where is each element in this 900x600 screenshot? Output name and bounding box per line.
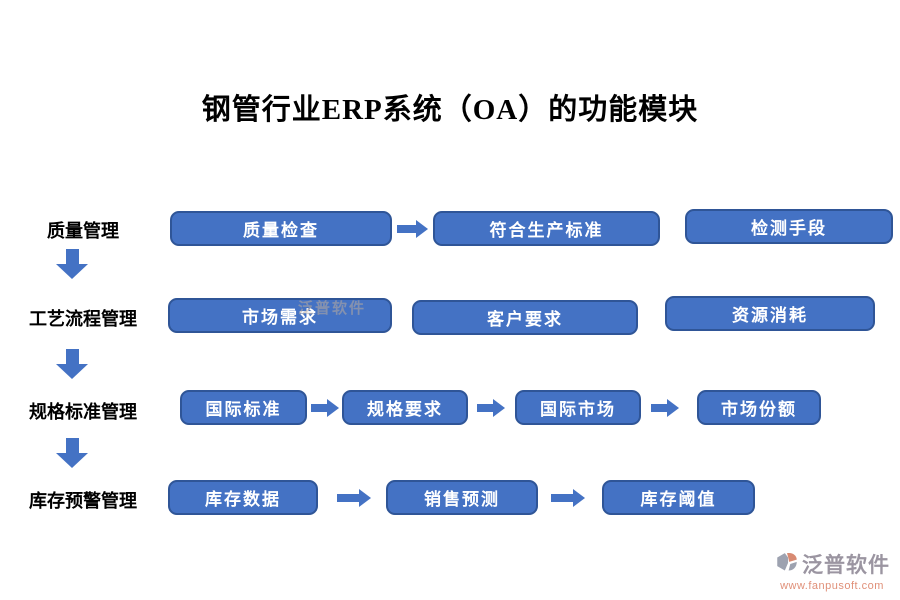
logo-url: www.fanpusoft.com	[780, 580, 884, 592]
flow-box: 检测手段	[685, 209, 893, 244]
row-label-process: 工艺流程管理	[29, 309, 137, 329]
flow-box: 销售预测	[386, 480, 538, 515]
down-arrow-icon	[56, 249, 88, 279]
flow-box: 市场需求	[168, 298, 392, 333]
flow-box: 市场份额	[697, 390, 821, 425]
down-arrow-icon	[56, 438, 88, 468]
right-arrow-icon	[311, 399, 339, 417]
right-arrow-icon	[337, 489, 371, 507]
flow-box: 客户要求	[412, 300, 638, 335]
flow-box: 国际市场	[515, 390, 641, 425]
right-arrow-icon	[477, 399, 505, 417]
down-arrow-icon	[56, 349, 88, 379]
flow-box: 符合生产标准	[433, 211, 660, 246]
right-arrow-icon	[397, 220, 428, 238]
flow-box: 国际标准	[180, 390, 307, 425]
row-label-inventory: 库存预警管理	[29, 491, 137, 511]
row-label-spec: 规格标准管理	[29, 402, 137, 422]
page-title: 钢管行业ERP系统（OA）的功能模块	[201, 94, 699, 126]
flow-box: 库存阈值	[602, 480, 755, 515]
flow-box: 库存数据	[168, 480, 318, 515]
right-arrow-icon	[551, 489, 585, 507]
fanpu-logo-icon	[777, 552, 797, 571]
row-label-quality: 质量管理	[47, 221, 119, 241]
fanpu-logo: 泛普软件 www.fanpusoft.com	[774, 549, 890, 592]
flow-box: 质量检查	[170, 211, 392, 246]
flow-box: 资源消耗	[665, 296, 875, 331]
right-arrow-icon	[651, 399, 679, 417]
logo-text: 泛普软件	[802, 553, 890, 577]
flow-box: 规格要求	[342, 390, 468, 425]
